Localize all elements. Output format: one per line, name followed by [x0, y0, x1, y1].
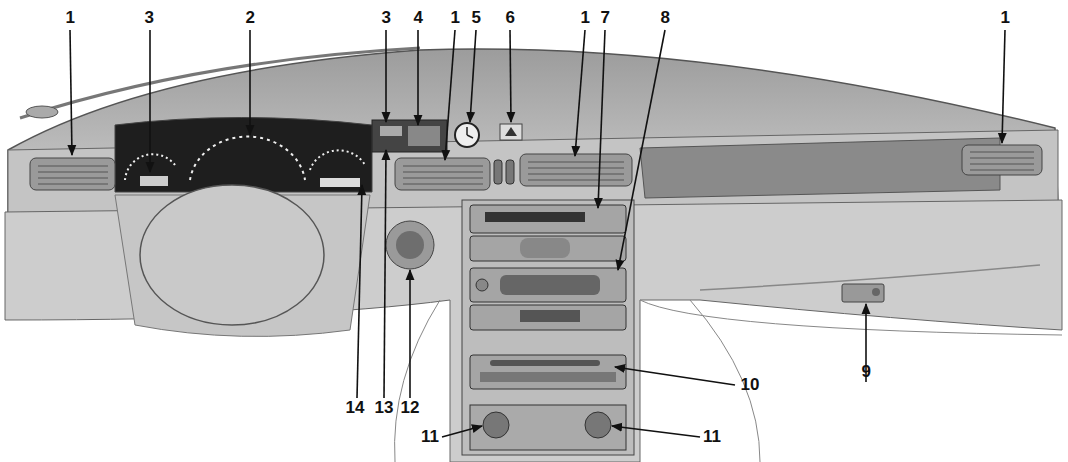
indicator: [140, 176, 168, 186]
air-vent: [520, 154, 632, 186]
switch-panel: [372, 120, 447, 152]
callout-number: 8: [661, 9, 670, 27]
clock: [455, 123, 479, 147]
leader-line: [384, 150, 386, 398]
cd-slot-panel: [470, 355, 626, 389]
steering-hub: [140, 185, 324, 325]
vent-slats: [528, 162, 624, 180]
panel-crease: [640, 300, 1062, 335]
vent-frame: [962, 145, 1042, 175]
radio-display: [470, 205, 626, 233]
switch-knob: [396, 231, 424, 259]
speedometer: [190, 137, 305, 180]
leader-line: [618, 30, 665, 270]
callout-number: 1: [451, 9, 460, 27]
leader-line: [470, 30, 476, 122]
leader-lines: [70, 30, 1005, 437]
headlamp-switch: [386, 221, 434, 269]
callout-number: 11: [421, 428, 439, 446]
callout-number: 7: [601, 9, 610, 27]
leader-line: [445, 30, 455, 160]
callout-number: 1: [581, 9, 590, 27]
switch: [380, 126, 402, 136]
leader-line: [385, 30, 387, 122]
radio-buttons: [470, 236, 626, 261]
leader-line: [357, 185, 362, 398]
air-vent: [30, 158, 115, 190]
callout-number: 11: [703, 428, 721, 446]
vent-frame: [30, 158, 115, 190]
center-console: [462, 200, 634, 455]
leader-line: [612, 426, 700, 437]
radio-knob: [520, 238, 570, 258]
callout-number: 6: [506, 9, 515, 27]
vent-slats: [403, 166, 483, 184]
vent-slats: [970, 152, 1034, 170]
display-slot: [485, 212, 585, 222]
vent-frame: [520, 154, 632, 186]
cd-slot: [490, 360, 600, 366]
callout-number: 5: [472, 9, 481, 27]
callout-number: 9: [862, 363, 871, 381]
button: [476, 279, 488, 291]
callout-number: 14: [346, 399, 365, 417]
callout-number: 13: [375, 399, 394, 417]
leader-line: [615, 367, 735, 385]
seat-heater-knob: [585, 412, 611, 438]
leader-line: [575, 30, 585, 156]
vent-wheel: [494, 160, 502, 184]
leader-line: [409, 270, 411, 398]
vent-slats: [38, 166, 108, 184]
gauge: [310, 150, 365, 170]
glovebox-latch: [842, 284, 884, 302]
wood-trim: [640, 138, 1000, 198]
hazard-switch: [500, 124, 522, 140]
switch-row: [470, 305, 626, 330]
dash-top: [8, 49, 1058, 215]
console-side: [395, 300, 440, 462]
leader-line: [442, 426, 482, 437]
vent-wheel: [506, 160, 514, 184]
callout-number: 2: [246, 9, 255, 27]
odometer: [320, 178, 360, 187]
callout-number: 3: [145, 9, 154, 27]
air-vent: [395, 158, 490, 190]
leader-line: [1002, 30, 1005, 143]
instrument-cluster: [115, 118, 372, 193]
leader-line: [249, 30, 251, 135]
dash-rim: [20, 48, 420, 118]
callout-number: 10: [741, 376, 760, 394]
leader-line: [417, 30, 419, 125]
callout-number: 4: [414, 9, 423, 27]
tweeter: [26, 106, 58, 118]
callout-number: 3: [382, 9, 391, 27]
switch: [408, 126, 440, 146]
hazard-symbol: [505, 127, 517, 136]
callout-number: 1: [1001, 9, 1010, 27]
leader-line: [598, 30, 605, 208]
glovebox-lock: [872, 288, 880, 296]
leader-line: [70, 30, 72, 155]
cd-buttons: [480, 372, 616, 382]
climate-panel: [470, 268, 626, 302]
heater-panel: [470, 405, 626, 450]
climate-display: [500, 275, 600, 295]
clock-hands: [467, 127, 473, 138]
leader-line: [149, 30, 151, 172]
console-side: [690, 300, 760, 462]
air-vent: [962, 145, 1042, 175]
seat-heater-knob: [483, 412, 509, 438]
vent-frame: [395, 158, 490, 190]
switch-block: [520, 310, 580, 322]
callout-number: 12: [401, 399, 420, 417]
callout-number: 1: [66, 9, 75, 27]
leader-line: [510, 30, 511, 122]
